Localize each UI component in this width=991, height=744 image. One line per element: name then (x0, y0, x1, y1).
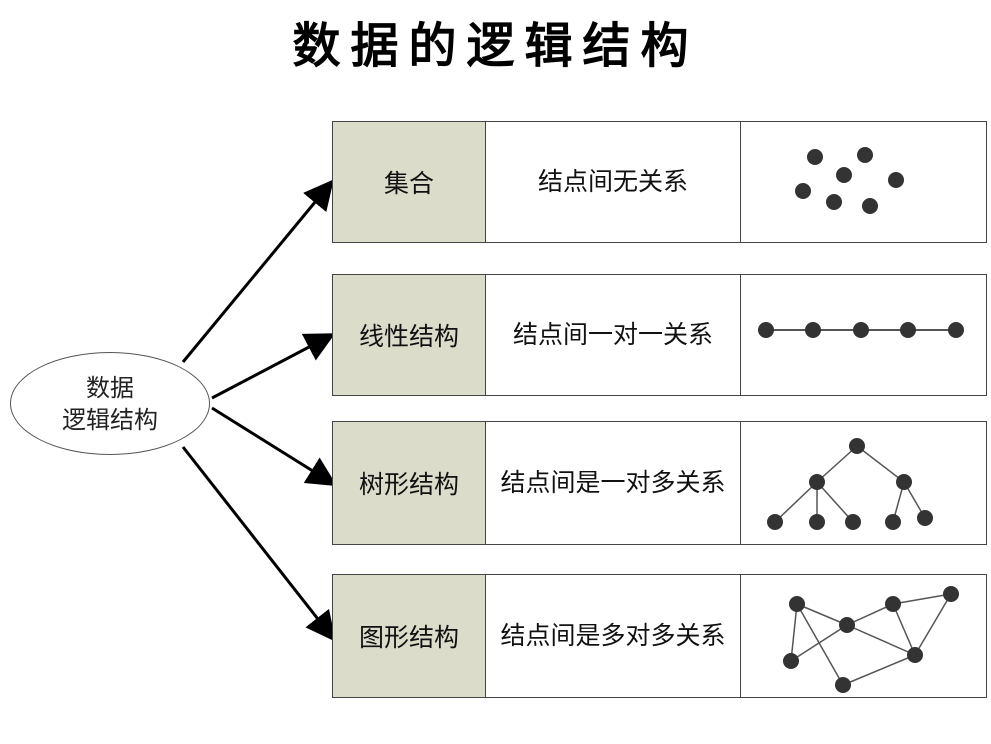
root-label-line2: 逻辑结构 (62, 405, 158, 434)
edge (774, 481, 818, 523)
edge (856, 445, 905, 483)
linear-diagram (758, 322, 964, 338)
node (857, 147, 873, 163)
structure-description: 结点间一对一关系 (486, 275, 741, 395)
node (789, 596, 805, 612)
structure-name: 树形结构 (333, 422, 486, 544)
node (888, 172, 904, 188)
structure-name: 集合 (333, 122, 486, 242)
edge (816, 481, 854, 523)
arrow-to-linear (211, 333, 336, 400)
edge (846, 624, 916, 656)
edge (914, 593, 952, 656)
set-figure (741, 122, 986, 242)
node (758, 322, 774, 338)
graph-figure (741, 575, 986, 697)
edge (842, 654, 916, 686)
structure-description: 结点间无关系 (486, 122, 741, 242)
arrow-to-set (181, 179, 334, 363)
node (809, 474, 825, 490)
arrow-to-graph (181, 446, 336, 642)
node (809, 514, 825, 530)
node (826, 194, 842, 210)
structure-description: 结点间是多对多关系 (486, 575, 741, 697)
node (835, 677, 851, 693)
graph-diagram (783, 586, 959, 693)
edge (790, 603, 798, 662)
structure-name: 图形结构 (333, 575, 486, 697)
edge (796, 603, 844, 686)
page-title: 数据的逻辑结构 (292, 18, 699, 74)
node (943, 586, 959, 602)
node (885, 514, 901, 530)
node (862, 198, 878, 214)
node (885, 596, 901, 612)
node (795, 183, 811, 199)
node (900, 322, 916, 338)
linear-figure (741, 275, 986, 395)
node (907, 647, 923, 663)
root-node: 数据 逻辑结构 (10, 352, 210, 455)
structure-name: 线性结构 (333, 275, 486, 395)
node (836, 167, 852, 183)
row-tree: 树形结构 结点间是一对多关系 (332, 421, 987, 545)
root-label-line1: 数据 (86, 373, 134, 402)
edge (892, 593, 952, 605)
node (948, 322, 964, 338)
edge (816, 445, 858, 483)
tree-figure (741, 422, 986, 544)
node (839, 617, 855, 633)
node (853, 322, 869, 338)
node (896, 474, 912, 490)
node (917, 510, 933, 526)
row-linear: 线性结构 结点间一对一关系 (332, 274, 987, 396)
edge (846, 603, 894, 626)
edge (796, 603, 848, 626)
row-graph: 图形结构 结点间是多对多关系 (332, 574, 987, 698)
row-set: 集合 结点间无关系 (332, 121, 987, 243)
arrow-to-tree (211, 406, 338, 487)
node (807, 149, 823, 165)
node (767, 514, 783, 530)
edge (892, 603, 916, 656)
tree-diagram (767, 438, 933, 530)
set-diagram (795, 147, 904, 214)
node (845, 514, 861, 530)
node (783, 653, 799, 669)
node (849, 438, 865, 454)
node (805, 322, 821, 338)
edge (790, 624, 848, 662)
structure-description: 结点间是一对多关系 (486, 422, 741, 544)
